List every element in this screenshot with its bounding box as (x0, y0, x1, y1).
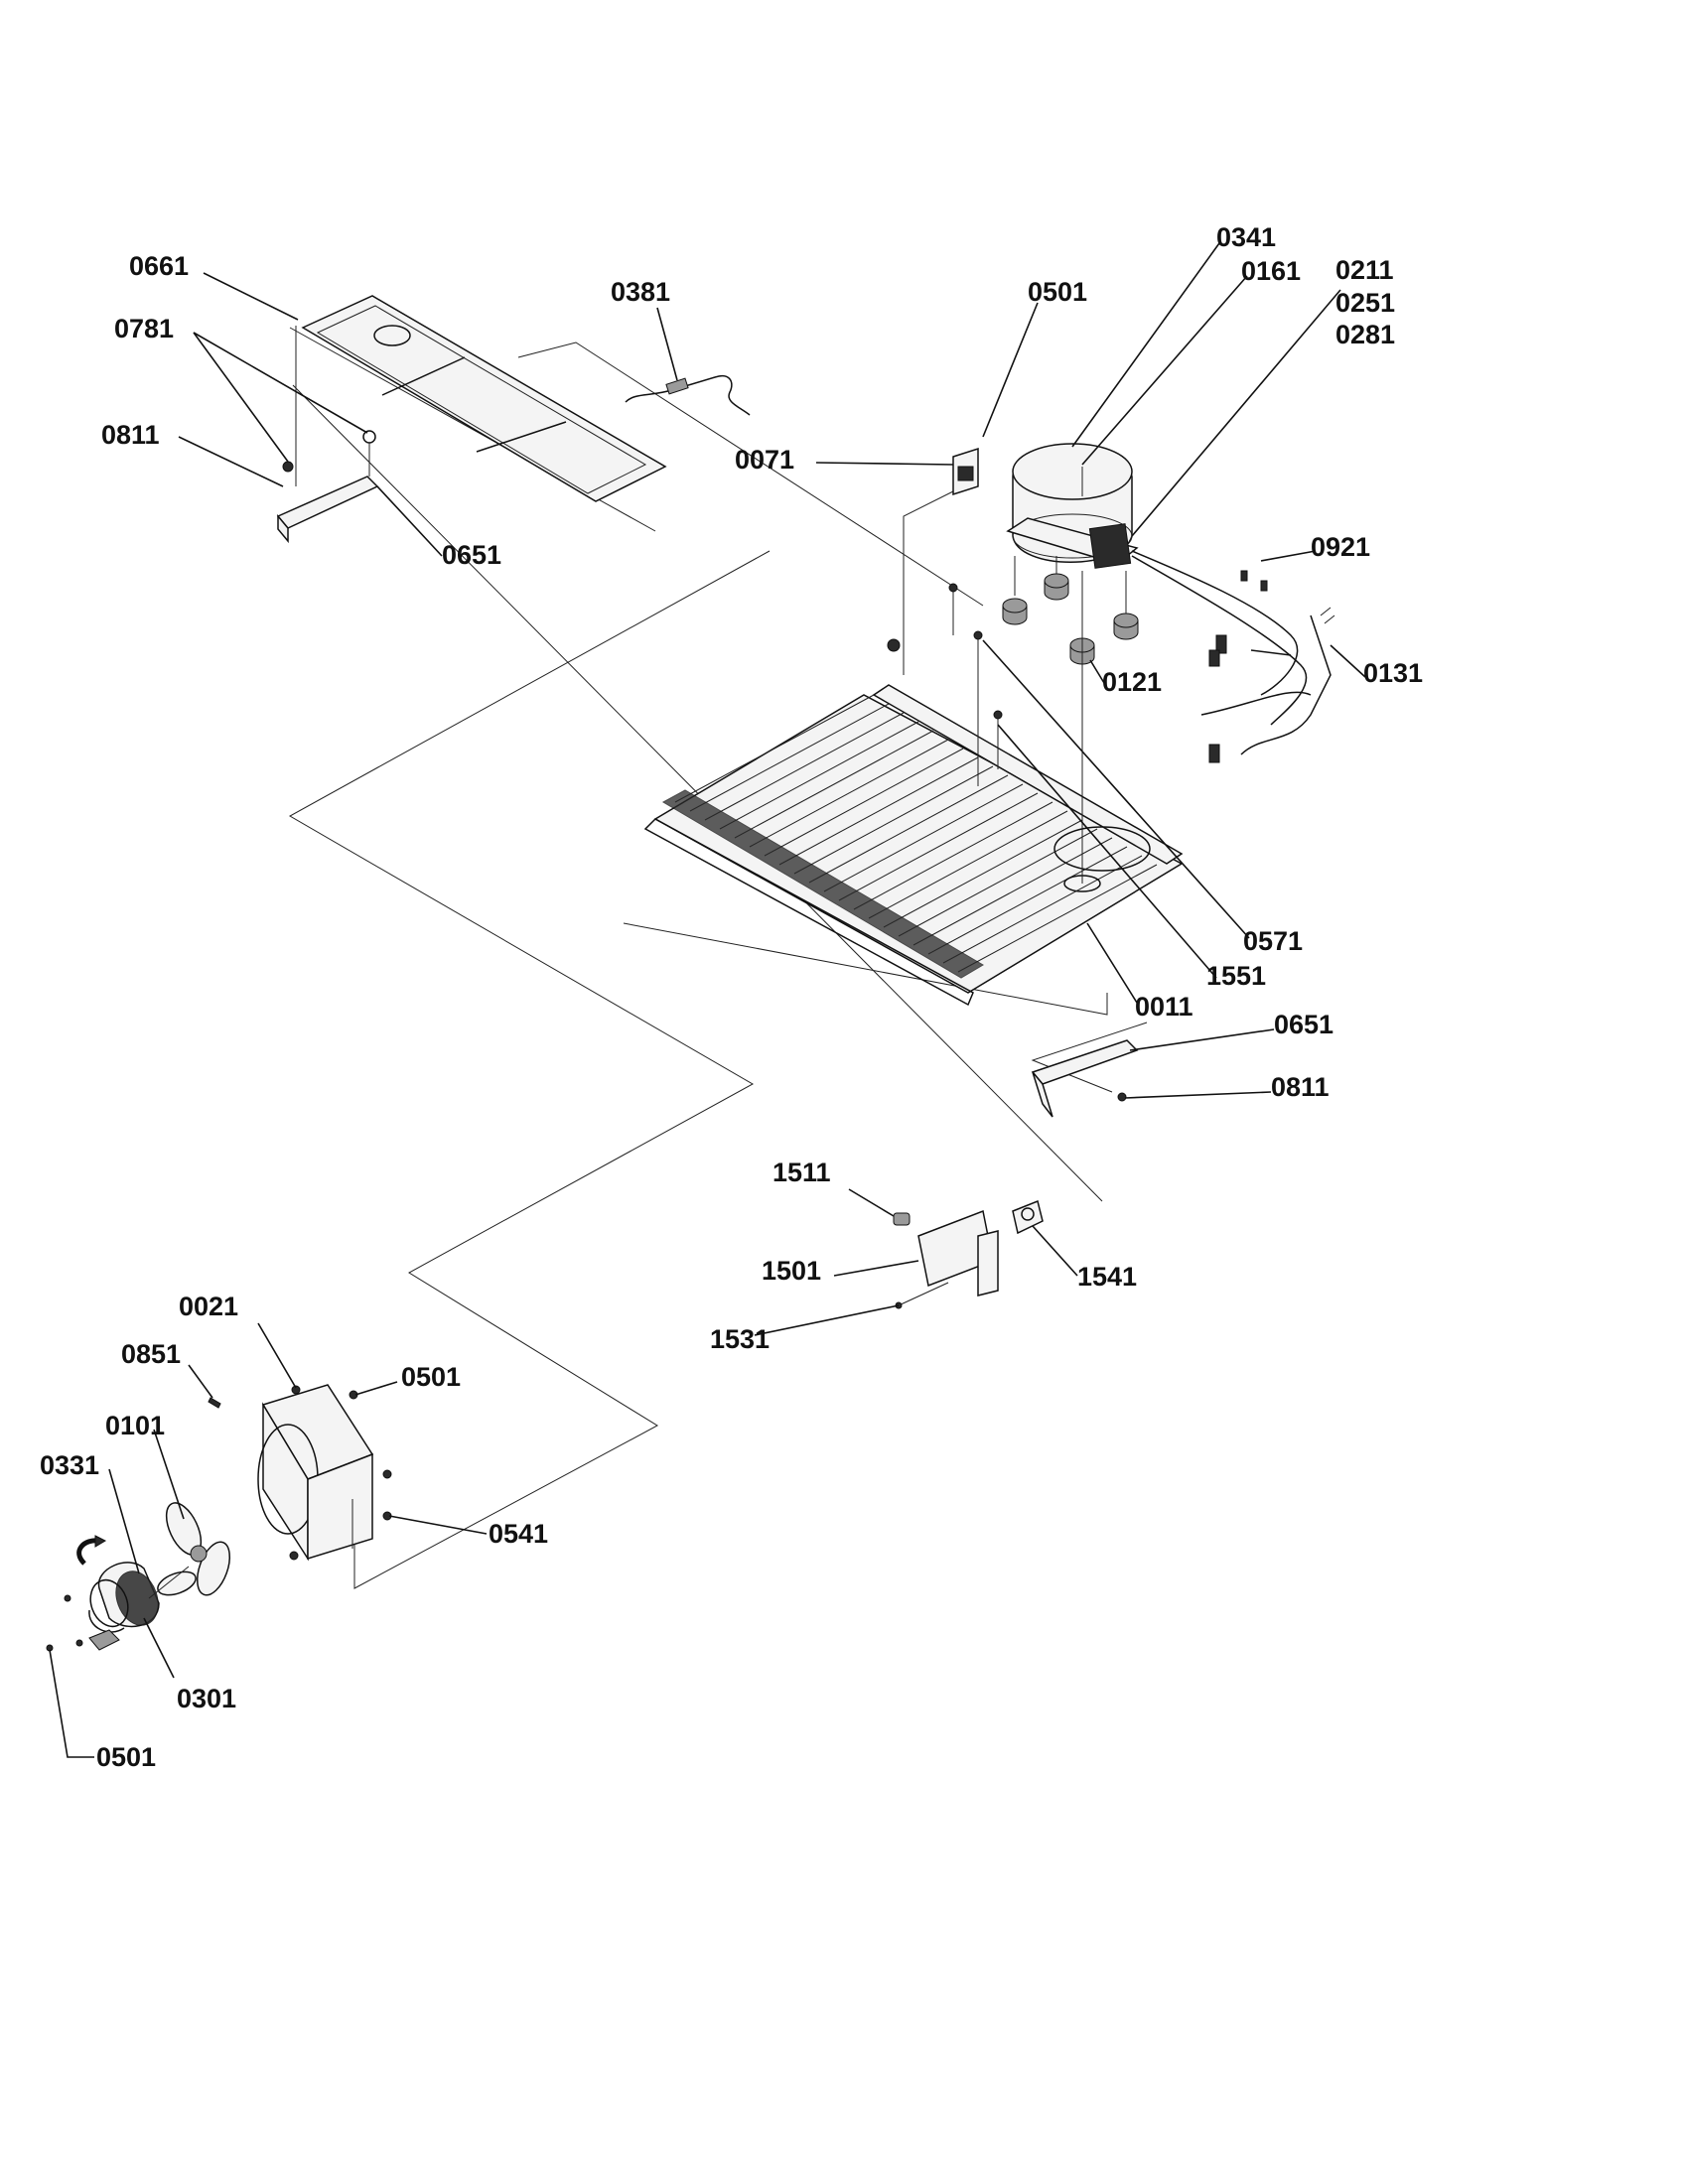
label-0071: 0071 (735, 445, 794, 475)
label-0341: 0341 (1216, 222, 1276, 252)
label-0571: 0571 (1243, 926, 1303, 956)
condenser-fins (674, 694, 1158, 973)
label-0211: 0211 (1335, 255, 1394, 285)
label-0501-top: 0501 (1028, 277, 1087, 307)
label-0021: 0021 (179, 1292, 238, 1321)
label-0131: 0131 (1363, 658, 1423, 688)
fan-shroud-0021 (257, 1384, 392, 1562)
label-0661: 0661 (129, 251, 189, 281)
label-1531: 1531 (710, 1324, 770, 1354)
label-1501: 1501 (762, 1256, 821, 1286)
label-1541: 1541 (1077, 1262, 1137, 1292)
drier-tube-0381 (625, 375, 751, 416)
label-0011: 0011 (1135, 992, 1193, 1022)
label-0921: 0921 (1311, 532, 1370, 562)
label-0811-right: 0811 (1271, 1072, 1330, 1102)
fan-screw-0851 (208, 1397, 221, 1409)
label-0301: 0301 (177, 1684, 236, 1713)
part-labels: 0661 0781 0811 0651 0381 0501 0341 0161 … (40, 222, 1423, 1772)
label-0651-left: 0651 (442, 540, 501, 570)
leader-lines (49, 242, 1366, 1758)
label-0851: 0851 (121, 1339, 181, 1369)
label-0541: 0541 (489, 1519, 548, 1549)
label-0161: 0161 (1241, 256, 1301, 286)
label-0281: 0281 (1335, 320, 1395, 349)
grommets-0121 (1002, 556, 1139, 884)
compressor-0341 (1006, 443, 1139, 569)
label-0251: 0251 (1335, 288, 1395, 318)
label-1511: 1511 (772, 1158, 831, 1187)
drain-pan-0661 (301, 295, 667, 502)
label-0651-right: 0651 (1274, 1010, 1333, 1039)
fan-motor-0331 (46, 1535, 190, 1652)
label-0121: 0121 (1102, 667, 1162, 697)
base-screws (887, 583, 1003, 786)
right-bracket-0651 (1031, 1039, 1139, 1118)
relay-bracket-1501 (893, 1199, 1044, 1309)
label-0101: 0101 (105, 1411, 165, 1440)
label-0331: 0331 (40, 1450, 99, 1480)
condenser-base-0011 (643, 684, 1184, 1007)
bracket-0071 (952, 447, 979, 496)
label-1551: 1551 (1206, 961, 1266, 991)
label-0501-bottom: 0501 (96, 1742, 156, 1772)
label-0381: 0381 (611, 277, 670, 307)
label-0781: 0781 (114, 314, 174, 343)
fan-blade-0101 (157, 1502, 231, 1596)
label-0501-fan: 0501 (401, 1362, 461, 1392)
wire-harness-0131 (1131, 550, 1335, 763)
label-0811-left: 0811 (101, 420, 160, 450)
